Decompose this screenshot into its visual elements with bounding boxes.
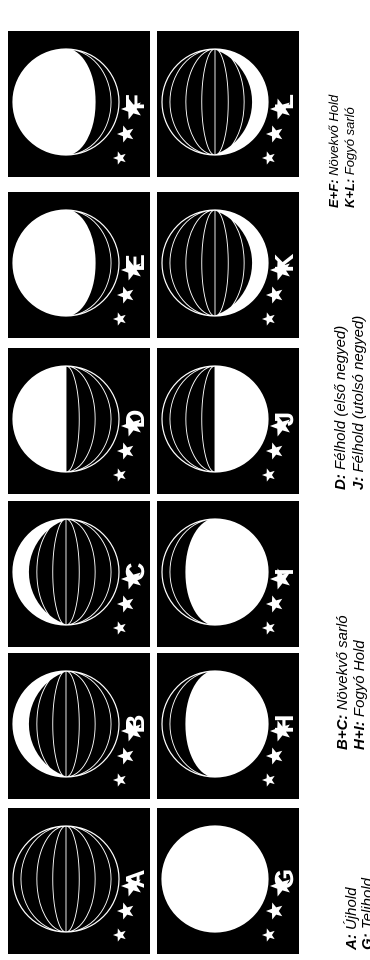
phase-panels: A B C D E F G H I J K L [8, 31, 299, 954]
legend-kl: K+L: Fogyó sarló [342, 107, 357, 208]
phase-panel-e: E [8, 192, 150, 338]
legend-g: G: Telihold [359, 877, 370, 950]
phase-letter: L [269, 94, 299, 110]
phase-panel-h: H [157, 653, 299, 799]
legend: A: Újhold G: Telihold B+C: Növekvő sarló… [326, 94, 370, 951]
legend-d: D: Félhold (első negyed) [332, 326, 349, 490]
phase-letter: K [269, 253, 299, 272]
legend-hi: H+I: Fogyó Hold [351, 640, 368, 750]
legend-j: J: Félhold (utolsó negyed) [350, 316, 367, 490]
phase-letter: B [120, 715, 150, 734]
phase-panel-g: G [157, 808, 299, 954]
phase-letter: D [120, 410, 150, 429]
phase-letter: J [269, 412, 299, 426]
phase-panel-b: B [8, 653, 150, 799]
phase-letter: E [120, 254, 150, 271]
phase-letter: H [269, 715, 299, 734]
legend-a: A: Újhold [343, 887, 360, 951]
phase-panel-k: K [141, 192, 299, 338]
phase-panel-i: I [157, 501, 299, 647]
legend-bc: B+C: Növekvő sarló [334, 615, 351, 750]
phase-panel-c: C [8, 501, 150, 647]
phase-panel-f: F [8, 31, 150, 177]
phase-panel-a: A [8, 808, 150, 954]
phase-letter: I [269, 568, 299, 575]
phase-letter: G [269, 869, 299, 889]
phase-panel-j: J [157, 348, 299, 494]
phase-letter: C [120, 562, 150, 581]
phase-letter: A [120, 869, 150, 888]
phase-panel-d: D [8, 348, 150, 494]
legend-ef: E+F: Növekvő Hold [326, 94, 341, 208]
phase-panel-l: L [141, 31, 299, 177]
phase-letter: F [120, 94, 150, 110]
